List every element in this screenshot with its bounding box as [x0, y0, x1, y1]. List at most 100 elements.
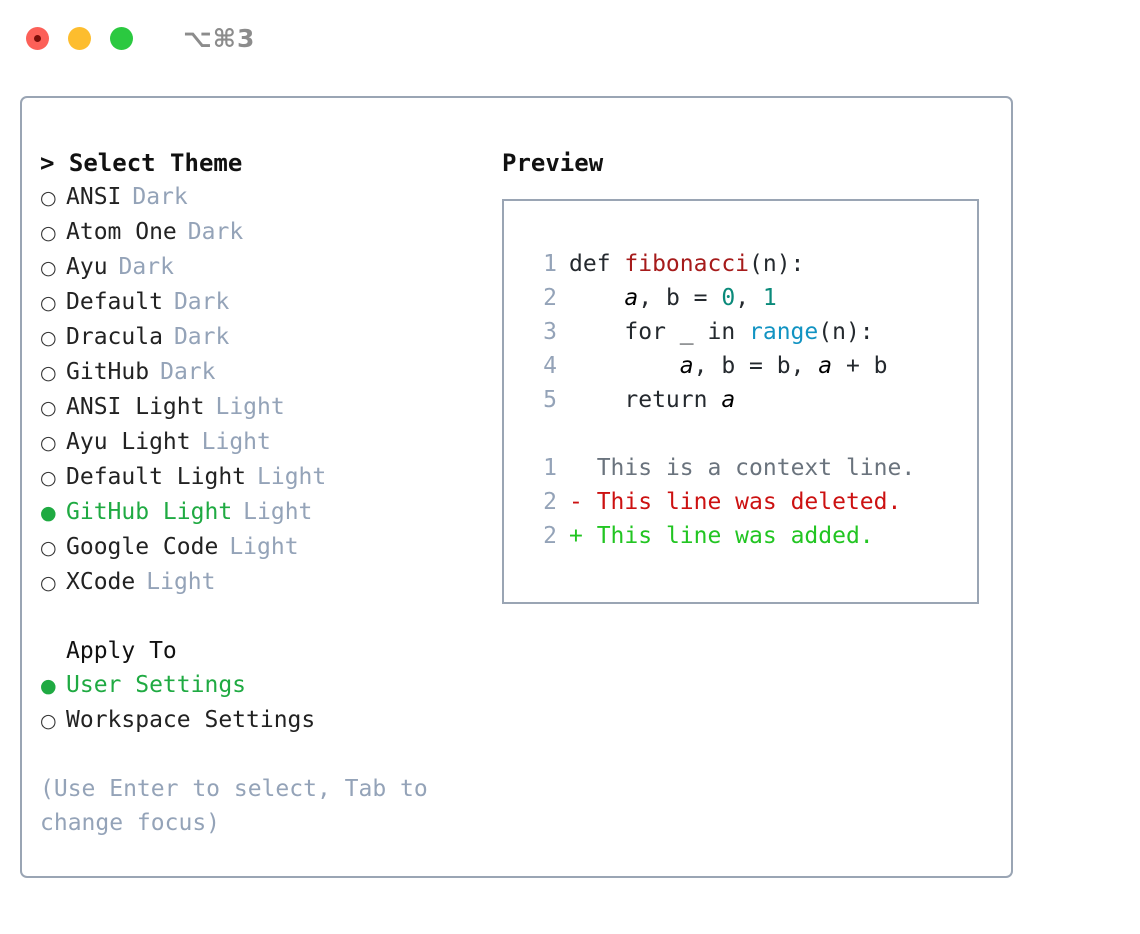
theme-list-item[interactable]: ○ Google Code Light — [40, 530, 502, 565]
code-text: a, b = 0, 1 — [569, 281, 776, 315]
code-token: a — [624, 285, 639, 311]
code-line: 4 a, b = b, a + b — [523, 349, 977, 383]
code-token: a — [721, 387, 736, 413]
theme-variant-tag: Dark — [173, 324, 230, 350]
code-diff-spacer — [523, 417, 977, 451]
theme-list-item[interactable]: ○ GitHub Dark — [40, 355, 502, 390]
radio-empty-icon: ○ — [40, 327, 57, 349]
theme-name: Atom One — [66, 219, 177, 245]
radio-empty-icon: ○ — [40, 467, 57, 489]
diff-line: 2- This line was deleted. — [523, 485, 977, 519]
maximize-icon[interactable] — [110, 26, 133, 50]
apply-to-list: ● User Settings ○ Workspace Settings — [40, 668, 502, 738]
code-token: a — [679, 353, 694, 379]
theme-name: Default — [66, 289, 163, 315]
line-number: 4 — [543, 353, 557, 379]
radio-selected-icon: ● — [40, 502, 57, 524]
theme-list-item[interactable]: ○ Default Dark — [40, 285, 502, 320]
theme-name: Google Code — [66, 534, 219, 560]
line-number: 2 — [543, 285, 557, 311]
theme-name: GitHub Light — [66, 499, 233, 525]
diff-text: This is a context line. — [596, 455, 916, 481]
theme-list-item[interactable]: ○ Atom One Dark — [40, 215, 502, 250]
window-titlebar: ⌥⌘3 — [0, 0, 1140, 76]
keyboard-hint: (Use Enter to select, Tab to change focu… — [40, 776, 428, 836]
diff-line: 2+ This line was added. — [523, 519, 977, 553]
code-token: def — [569, 251, 625, 277]
line-number: 1 — [543, 251, 557, 277]
code-token — [569, 353, 680, 379]
code-token: + b — [832, 353, 888, 379]
code-token: a — [818, 353, 833, 379]
preview-title: Preview — [502, 149, 604, 177]
code-text: def fibonacci(n): — [569, 247, 804, 281]
code-token: range — [749, 319, 819, 345]
code-line: 2 a, b = 0, 1 — [523, 281, 977, 315]
apply-to-option[interactable]: ○ Workspace Settings — [40, 703, 502, 738]
code-line: 1 def fibonacci(n): — [523, 247, 977, 281]
theme-name: ANSI — [66, 184, 122, 210]
apply-to-heading: Apply To — [66, 638, 177, 664]
theme-variant-tag: Dark — [187, 219, 244, 245]
apply-to-option[interactable]: ● User Settings — [40, 668, 502, 703]
theme-variant-tag: Light — [146, 569, 216, 595]
theme-name: GitHub — [66, 359, 150, 385]
line-number: 5 — [543, 387, 557, 413]
minimize-icon[interactable] — [68, 26, 91, 50]
line-number: 2 — [543, 489, 557, 515]
radio-empty-icon: ○ — [40, 537, 57, 559]
diff-sample: 1 This is a context line.2- This line wa… — [523, 451, 977, 553]
theme-variant-tag: Dark — [118, 254, 174, 280]
apply-to-label: Workspace Settings — [66, 707, 316, 733]
code-token: (n): — [749, 251, 805, 277]
theme-list-item[interactable]: ○ Dracula Dark — [40, 320, 502, 355]
radio-empty-icon: ○ — [40, 572, 57, 594]
close-icon[interactable] — [26, 26, 49, 50]
radio-empty-icon: ○ — [40, 432, 57, 454]
code-text: return a — [569, 383, 735, 417]
theme-name: Ayu — [66, 254, 108, 280]
theme-variant-tag: Light — [215, 394, 285, 420]
radio-empty-icon: ○ — [40, 222, 57, 244]
theme-variant-tag: Light — [229, 534, 299, 560]
theme-name: Dracula — [66, 324, 163, 350]
code-token: , b = — [638, 285, 722, 311]
window-controls — [26, 26, 133, 50]
radio-empty-icon: ○ — [40, 710, 57, 732]
theme-list-item[interactable]: ○ XCode Light — [40, 565, 502, 600]
radio-empty-icon: ○ — [40, 292, 57, 314]
radio-empty-icon: ○ — [40, 397, 57, 419]
page-title: > Select Theme — [40, 149, 243, 177]
apply-to-label: User Settings — [66, 672, 247, 698]
code-token: (n): — [818, 319, 874, 345]
diff-marker: - — [569, 489, 597, 515]
code-line: 3 for _ in range(n): — [523, 315, 977, 349]
radio-empty-icon: ○ — [40, 362, 57, 384]
theme-variant-tag: Light — [257, 464, 327, 490]
diff-text: This line was deleted. — [596, 489, 902, 515]
code-token: , b = b, — [693, 353, 819, 379]
theme-variant-tag: Dark — [132, 184, 188, 210]
theme-list-item[interactable]: ● GitHub Light Light — [40, 495, 502, 530]
theme-variant-tag: Dark — [160, 359, 216, 385]
theme-variant-tag: Dark — [173, 289, 230, 315]
code-token — [569, 285, 624, 311]
code-text: a, b = b, a + b — [569, 349, 888, 383]
code-token: fibonacci — [624, 251, 750, 277]
theme-variant-tag: Light — [243, 499, 313, 525]
line-number: 2 — [543, 523, 557, 549]
radio-selected-icon: ● — [40, 675, 57, 697]
line-number: 3 — [543, 319, 557, 345]
theme-name: XCode — [66, 569, 136, 595]
theme-variant-tag: Light — [201, 429, 271, 455]
